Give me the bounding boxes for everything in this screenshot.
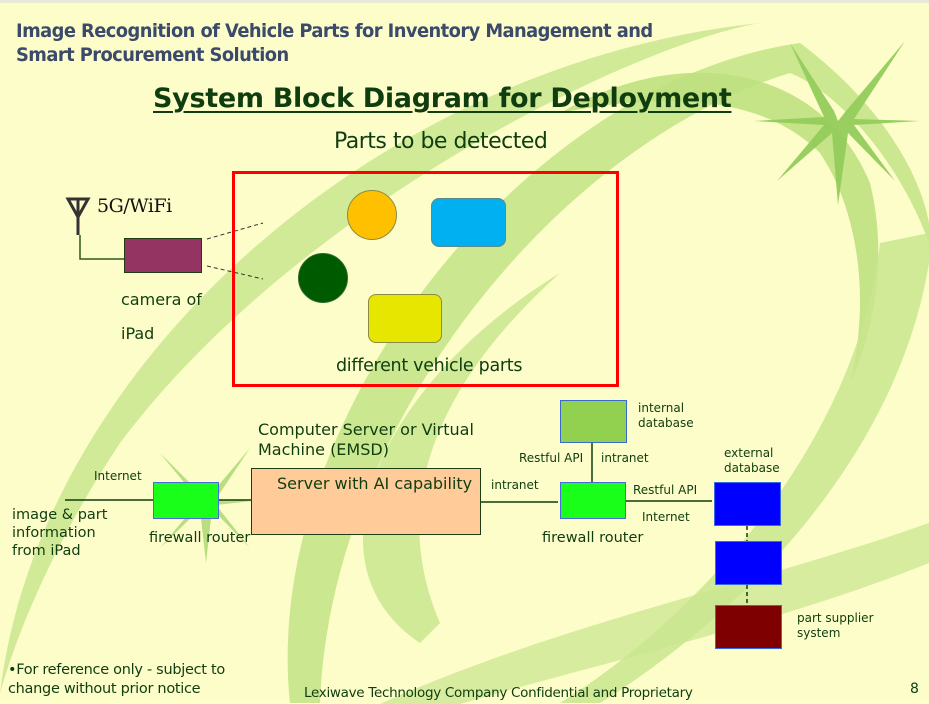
internet-label-right: Internet [642,510,690,524]
part-green-circle [298,253,348,303]
ai-server-block [251,468,481,535]
input-label-line2: information [12,525,96,541]
parts-caption: different vehicle parts [336,356,523,376]
header-title-line2: Smart Procurement Solution [16,44,289,66]
input-label-line3: from iPad [12,543,81,559]
disclaimer: •For reference only - subject to change … [8,661,225,699]
subtitle: Parts to be detected [334,129,548,154]
part-blue-rect [431,198,506,247]
background-decoration [0,23,929,704]
external-database-line1: external [724,446,774,460]
restful-api-internal-label: Restful API [519,451,584,465]
camera-block [124,238,202,273]
server-group-line1: Computer Server or Virtual [258,420,474,439]
external-database-block-1 [714,482,781,526]
camera-label-line2: iPad [121,324,155,343]
camera-view-line-bottom [206,265,264,280]
swoosh-right [560,233,929,703]
intranet-internal-label: intranet [601,451,649,465]
confidential-notice: Lexiwave Technology Company Confidential… [304,685,693,701]
page-number: 8 [910,681,919,697]
internal-database-line2: database [638,416,694,430]
swoosh-main [287,43,929,703]
part-supplier-line1: part supplier [797,611,874,625]
connectors [65,197,748,605]
camera-label: camera of iPad [121,283,202,351]
antenna-icon [65,197,91,235]
part-supplier-label: part supplier system [797,611,874,641]
disclaimer-line1: •For reference only - subject to [8,662,225,678]
part-orange-circle [347,190,397,240]
external-database-line2: database [724,461,780,475]
part-supplier-block [715,605,782,649]
firewall-router-left-label: firewall router [149,530,251,546]
swoosh-arc [560,72,879,384]
swoosh-inner [362,273,560,643]
server-group-label: Computer Server or Virtual Machine (EMSD… [258,420,474,460]
internet-label-left: Internet [94,469,142,483]
parts-box [232,171,619,387]
external-database-label: external database [724,446,780,476]
swoosh-large [0,23,760,693]
main-title: System Block Diagram for Deployment [153,83,732,114]
input-label-line1: image & part [12,507,108,523]
ai-server-label: Server with AI capability [277,474,473,493]
internal-database-block [560,400,627,443]
input-label: image & part information from iPad [12,506,107,560]
disclaimer-line2: change without prior notice [8,681,201,697]
internal-database-line1: internal [638,401,685,415]
swoosh-bottom [380,523,929,704]
antenna-to-camera-line [79,235,124,260]
header-title-line1: Image Recognition of Vehicle Parts for I… [16,20,653,42]
antenna-label: 5G/WiFi [97,195,172,217]
intranet-label-server: intranet [491,478,539,492]
internal-database-label: internal database [638,401,694,431]
part-supplier-line2: system [797,626,841,640]
header-title: Image Recognition of Vehicle Parts for I… [16,19,730,67]
external-database-block-2 [715,541,782,585]
camera-label-line1: camera of [121,290,202,309]
firewall-router-right-label: firewall router [542,530,644,546]
part-yellow-rect [368,294,442,343]
firewall-router-right [560,482,626,519]
firewall-router-left [153,482,219,519]
star-large [754,41,920,205]
restful-api-external-label: Restful API [633,483,698,497]
camera-view-line-top [206,222,264,240]
server-group-line2: Machine (EMSD) [258,440,389,459]
